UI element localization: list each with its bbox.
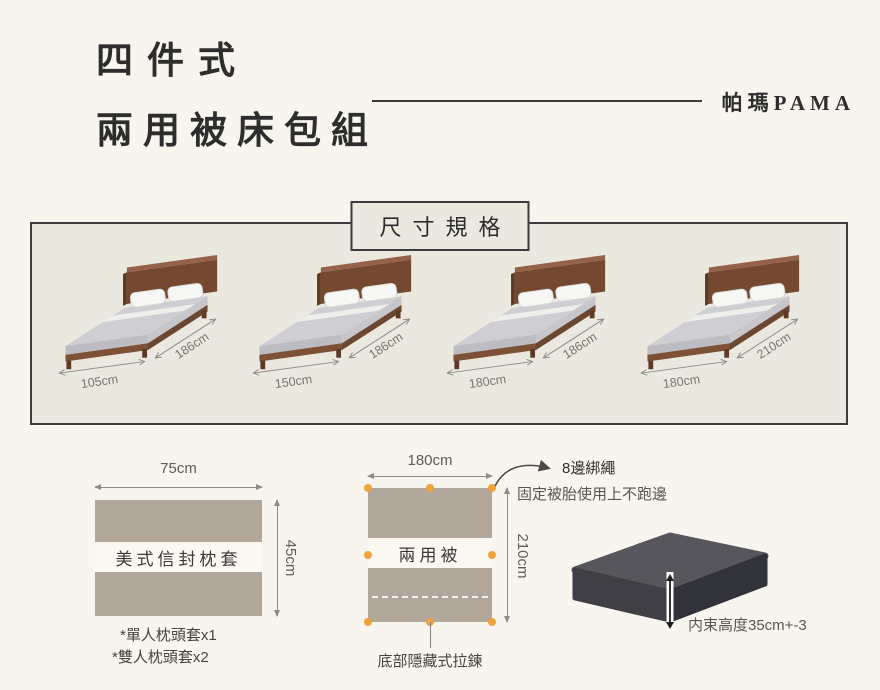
pillow-note-single: *單人枕頭套x1	[120, 627, 217, 644]
width-dim-line	[448, 362, 532, 374]
depth-dim-line	[350, 319, 410, 357]
pillows	[711, 282, 786, 308]
pillow-width-label: 75cm	[160, 460, 197, 477]
quilt-diagram: 兩用被	[364, 484, 496, 626]
bed-size-diagram-2: 150cm 186cm	[246, 252, 438, 401]
pillow-height-label: 45cm	[282, 539, 299, 577]
bed-size-diagram-4: 180cm 210cm	[634, 252, 826, 401]
mattress-illustration	[571, 532, 769, 630]
size-spec-panel: 105cm 186cm	[30, 222, 848, 425]
depth-dim-line	[156, 319, 216, 357]
bed-size-diagram-3: 180cm 186cm	[440, 252, 632, 401]
bed-size-diagram-1: 105cm 186cm	[52, 252, 244, 401]
page-title: 四件式 兩用被床包組	[96, 30, 378, 154]
depth-dim-line	[544, 319, 604, 357]
quilt-height-arrow	[504, 487, 510, 623]
pocket-height-arrow	[666, 572, 674, 630]
tie-dot	[364, 551, 372, 559]
zipper-note: 底部隱藏式拉鍊	[377, 653, 483, 670]
pillows	[517, 282, 592, 308]
tie-dot	[426, 484, 434, 492]
depth-dim-line	[738, 319, 798, 357]
bed-illustration: 180cm 210cm	[634, 254, 800, 391]
spec-panel-title: 尺寸規格	[350, 201, 530, 251]
pillow-width-arrow	[94, 484, 263, 490]
pillows	[129, 282, 204, 308]
mattress-body	[571, 532, 769, 623]
tie-dot	[364, 618, 372, 626]
mattress	[453, 296, 596, 347]
hidden-zipper-dashed-line	[372, 596, 488, 598]
pillows	[323, 282, 398, 308]
width-dim-line	[642, 362, 726, 374]
tie-dot	[488, 618, 496, 626]
bed-illustration: 150cm 186cm	[246, 254, 412, 391]
tie-dot	[488, 484, 496, 492]
quilt-height-label: 210cm	[514, 533, 531, 579]
width-dim-line	[254, 362, 338, 374]
width-dim-line	[60, 362, 144, 374]
quilt-width-label: 180cm	[407, 452, 453, 469]
quilt-name-band: 兩用被	[368, 538, 492, 568]
mattress	[647, 296, 790, 347]
brand-name: 帕瑪PAMA	[721, 91, 855, 115]
bed-width-dimension: 180cm	[468, 372, 507, 391]
tie-dot	[364, 484, 372, 492]
bed-illustration: 180cm 186cm	[440, 254, 606, 391]
bed-width-dimension: 150cm	[274, 372, 313, 391]
bed-width-dimension: 105cm	[80, 372, 119, 391]
tie-description: 固定被胎使用上不跑邊	[517, 486, 668, 503]
tie-title: 8邊綁繩	[562, 460, 616, 477]
quilt-width-arrow	[367, 473, 493, 479]
pillow-note-double: *雙人枕頭套x2	[112, 649, 209, 666]
pillowcase-diagram: 美式信封枕套	[95, 500, 262, 616]
tie-curved-arrow	[494, 459, 551, 487]
mattress	[65, 296, 208, 347]
pillowcase-name-band: 美式信封枕套	[95, 542, 262, 572]
bed-illustration: 105cm 186cm	[52, 254, 218, 391]
page-title-line1: 四件式	[96, 41, 249, 82]
page-title-line2: 兩用被床包組	[96, 111, 378, 152]
pillow-height-arrow	[274, 499, 280, 617]
brand-divider-line	[372, 100, 702, 102]
tie-dot	[488, 551, 496, 559]
zipper-pointer-line	[430, 622, 431, 648]
bed-width-dimension: 180cm	[662, 372, 701, 391]
mattress	[259, 296, 402, 347]
pocket-height-note: 内束高度35cm+-3	[688, 617, 807, 634]
